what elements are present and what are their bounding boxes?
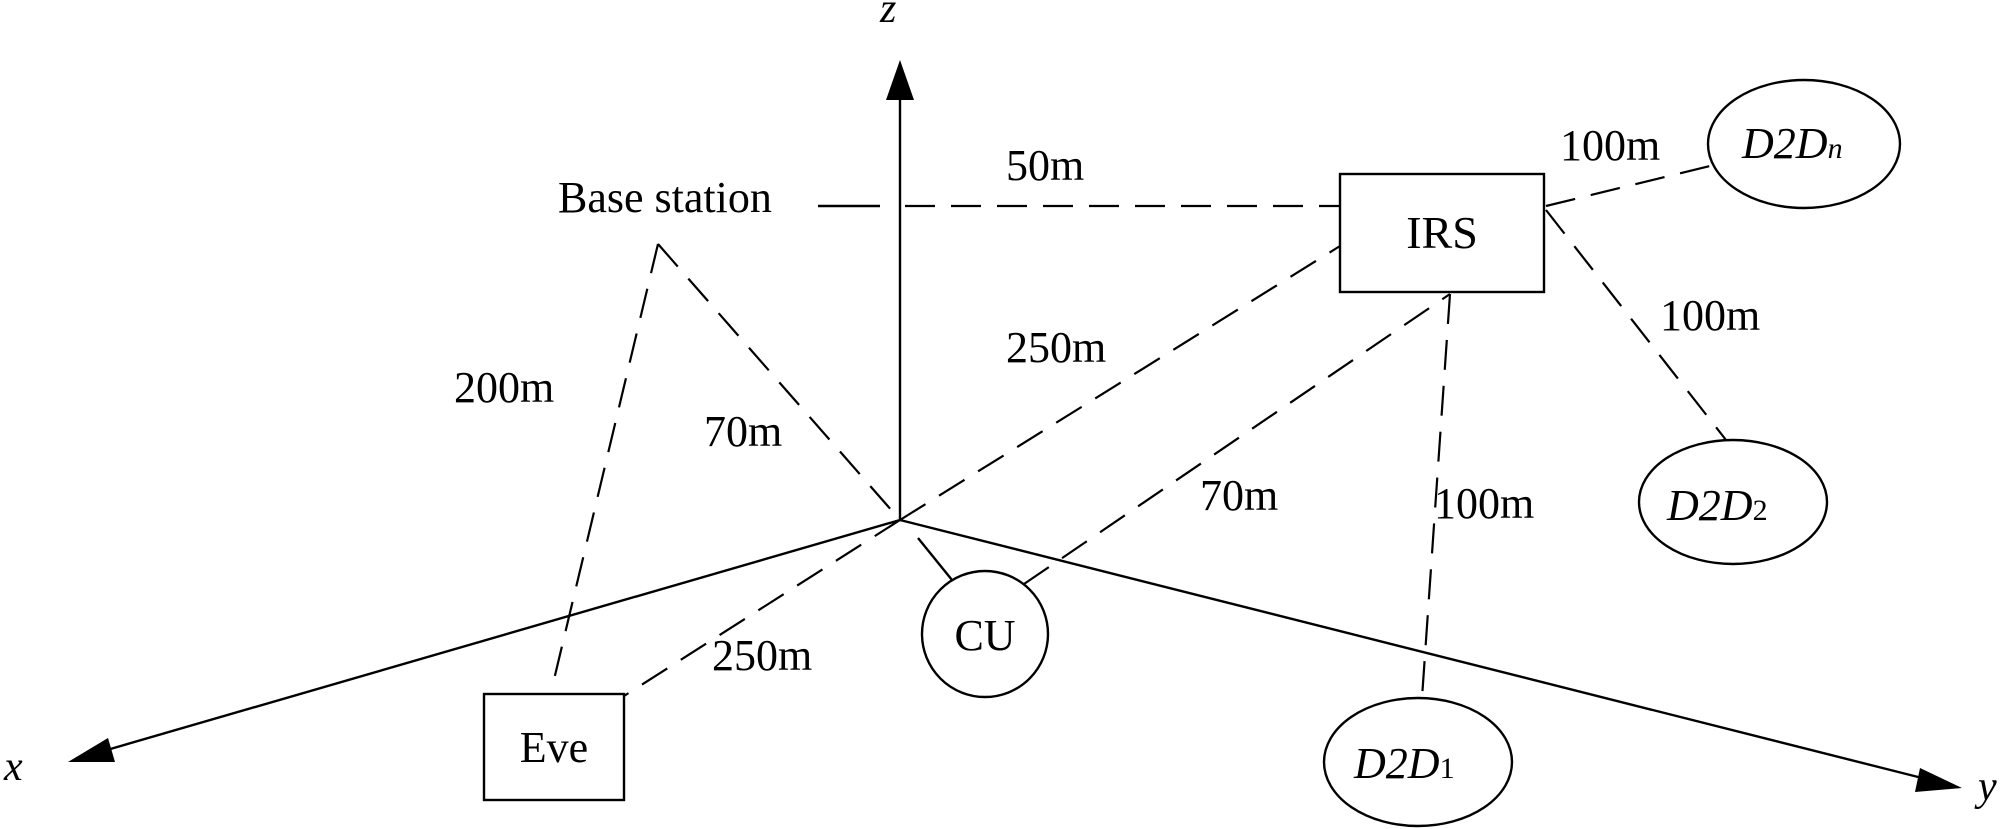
irs-d2d1-link xyxy=(1420,293,1452,699)
origin-irs-link xyxy=(899,245,1341,521)
distance-bs-origin: 70m xyxy=(704,407,782,456)
irs-box xyxy=(1338,172,1546,294)
d2dn-label: D2Dn xyxy=(1741,119,1843,168)
y-axis-arrowhead xyxy=(1915,768,1962,792)
d2d1-label: D2D1 xyxy=(1353,739,1455,788)
origin-eve-link xyxy=(623,519,901,697)
d2d2-label-sub: 2 xyxy=(1753,494,1768,527)
d2d2-label: D2D2 xyxy=(1666,481,1768,530)
d2dn-label-main: D2D xyxy=(1741,119,1828,168)
eve-box xyxy=(482,692,626,802)
y-axis xyxy=(899,518,1931,782)
z-axis-arrowhead xyxy=(886,60,914,100)
d2d1-node xyxy=(1322,696,1514,828)
irs-d2dn-link xyxy=(1545,162,1719,208)
distance-irs-d2d1: 100m xyxy=(1434,479,1534,528)
base-station-label: Base station xyxy=(558,173,772,222)
bs-origin-link xyxy=(657,243,901,521)
distance-irs-d2dn: 100m xyxy=(1560,121,1660,170)
cu-node xyxy=(920,569,1050,699)
y-axis-label: y xyxy=(1974,764,1997,810)
eve-label: Eve xyxy=(520,723,588,772)
cu-irs-link xyxy=(1023,293,1451,585)
distance-bs-irs: 50m xyxy=(1006,141,1084,190)
irs-label: IRS xyxy=(1406,207,1478,258)
distance-cu-irs: 70m xyxy=(1200,471,1278,520)
distance-bs-eve: 200m xyxy=(454,363,554,412)
d2d1-label-main: D2D xyxy=(1353,739,1440,788)
z-axis-label: z xyxy=(879,0,896,32)
origin-cu-link xyxy=(917,537,953,581)
d2dn-label-sub: n xyxy=(1828,132,1843,165)
cu-label: CU xyxy=(954,611,1015,660)
distance-irs-d2d2: 100m xyxy=(1660,291,1760,340)
d2d2-label-main: D2D xyxy=(1666,481,1753,530)
x-axis-arrowhead xyxy=(68,738,115,762)
x-axis-label: x xyxy=(3,744,23,790)
x-axis xyxy=(99,518,901,754)
irs-d2d2-link xyxy=(1545,209,1727,441)
distance-origin-irs: 250m xyxy=(1006,323,1106,372)
d2dn-node xyxy=(1706,78,1902,210)
bs-eve-link xyxy=(550,243,660,689)
d2d2-node xyxy=(1637,438,1829,566)
d2d1-label-sub: 1 xyxy=(1440,752,1455,785)
distance-origin-eve: 250m xyxy=(712,631,812,680)
